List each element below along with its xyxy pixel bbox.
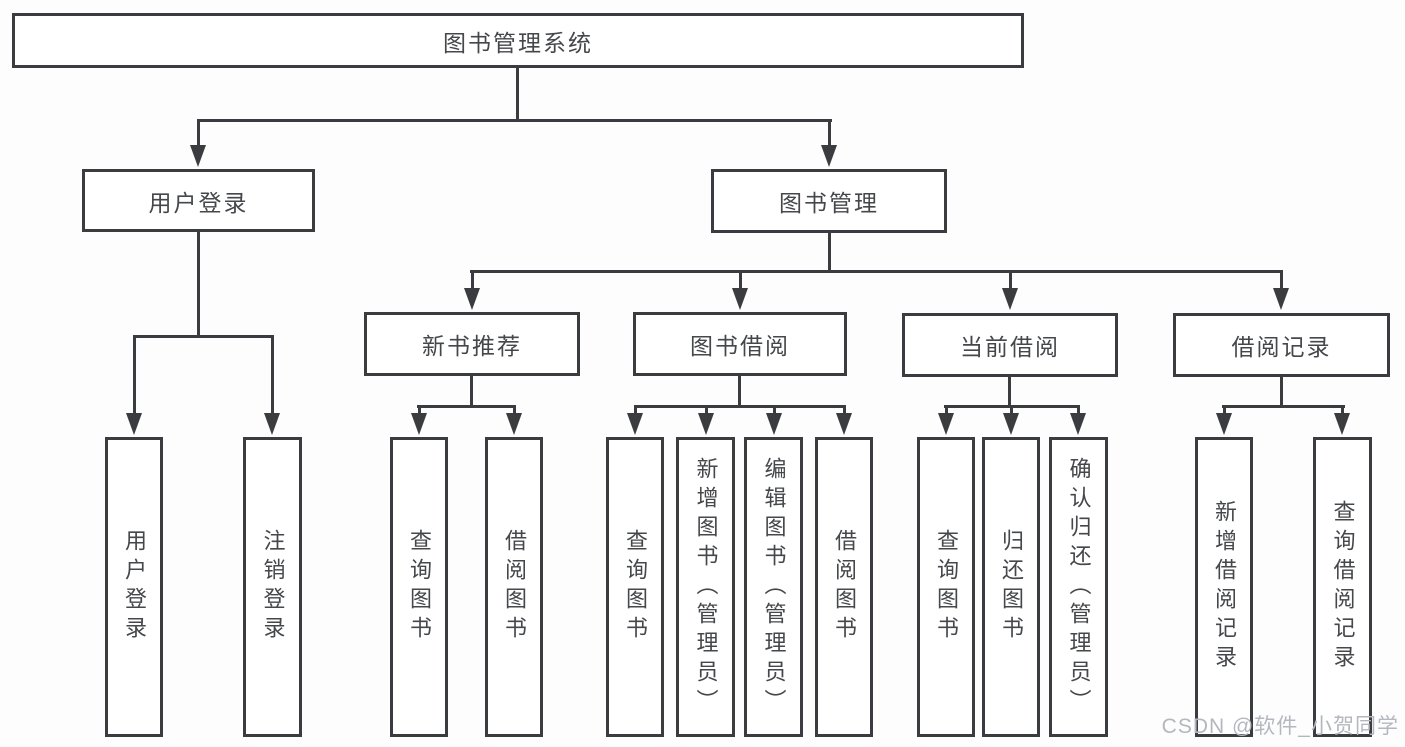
arrow-leaf <box>698 405 715 435</box>
node-book-borrowing: 图书借阅 <box>633 312 847 376</box>
node-book-management: 图书管理 <box>711 169 947 233</box>
node-label: 图书管理系统 <box>443 29 593 56</box>
leaf-label: 归还图书 <box>999 529 1024 645</box>
arrow-to-borrowing-records <box>1273 271 1290 310</box>
arrow-to-book-borrowing <box>732 271 749 310</box>
node-new-book-recommend: 新书推荐 <box>364 312 580 376</box>
connector-root-stem <box>516 68 519 122</box>
leaf-label: 借阅图书 <box>832 529 857 645</box>
leaf-add-book-admin: 新增图书（管理员） <box>676 437 735 737</box>
leaf-label: 查询图书 <box>934 529 959 645</box>
arrow-to-new-book-recommend <box>464 271 481 310</box>
connector-book-borrowing-stem <box>738 375 741 408</box>
arrow-leaf <box>836 405 853 435</box>
leaf-query-books-recommend: 查询图书 <box>390 437 448 737</box>
arrow-leaf <box>627 405 644 435</box>
connector-borrowing-records-stem <box>1280 376 1283 408</box>
leaf-query-books-borrowing: 查询图书 <box>606 437 664 737</box>
leaf-label: 查询图书 <box>407 529 432 645</box>
leaf-label: 编辑图书（管理员） <box>761 456 787 718</box>
node-library-management-system: 图书管理系统 <box>12 13 1024 68</box>
connector-current-borrowing-stem <box>1008 376 1011 408</box>
arrow-leaf <box>411 405 428 435</box>
leaf-label: 新增图书（管理员） <box>693 456 719 718</box>
node-label: 图书管理 <box>779 190 879 216</box>
arrow-leaf <box>766 405 783 435</box>
arrow-leaf <box>506 405 523 435</box>
leaf-user-login: 用户登录 <box>105 437 163 737</box>
leaf-query-books-current: 查询图书 <box>917 437 975 737</box>
arrow-to-current-borrowing <box>1002 271 1019 310</box>
node-label: 借阅记录 <box>1231 334 1332 360</box>
arrow-to-leaf-logout <box>264 335 281 435</box>
leaf-confirm-return-admin: 确认归还（管理员） <box>1049 437 1108 737</box>
leaf-edit-book-admin: 编辑图书（管理员） <box>744 437 803 737</box>
node-borrowing-records: 借阅记录 <box>1173 313 1390 377</box>
arrow-leaf <box>1216 405 1233 435</box>
leaf-borrow-books-borrowing: 借阅图书 <box>815 437 873 737</box>
leaf-label: 查询图书 <box>623 529 648 645</box>
node-label: 新书推荐 <box>422 333 522 359</box>
arrow-leaf <box>938 405 955 435</box>
connector-user-login-branch <box>133 335 274 338</box>
connector-level2-branch <box>470 270 1283 273</box>
node-label: 图书借阅 <box>690 333 790 359</box>
watermark: CSDN @软件_小贺同学 <box>1161 715 1399 738</box>
leaf-label: 用户登录 <box>122 529 147 645</box>
node-user-login: 用户登录 <box>82 169 315 232</box>
leaf-add-borrow-record: 新增借阅记录 <box>1195 437 1253 737</box>
leaf-query-borrow-record: 查询借阅记录 <box>1313 437 1372 737</box>
arrow-leaf <box>1070 405 1087 435</box>
arrow-to-book-management <box>821 119 838 167</box>
leaf-label: 确认归还（管理员） <box>1066 456 1092 718</box>
connector-new-book-recommend-branch <box>417 405 516 408</box>
arrow-to-user-login <box>190 119 207 167</box>
node-label: 用户登录 <box>148 189 249 216</box>
connector-user-login-stem <box>197 231 200 338</box>
leaf-label: 注销登录 <box>260 529 286 645</box>
connector-book-management-stem <box>828 231 831 273</box>
node-current-borrowing: 当前借阅 <box>902 313 1118 377</box>
connector-book-borrowing-branch <box>634 405 846 408</box>
arrow-leaf <box>1334 405 1351 435</box>
leaf-label: 新增借阅记录 <box>1212 500 1237 674</box>
leaf-label: 查询借阅记录 <box>1330 500 1356 674</box>
arrow-to-leaf-user-login <box>126 335 143 435</box>
connector-new-book-recommend-stem <box>470 375 473 408</box>
leaf-label: 借阅图书 <box>502 529 527 645</box>
leaf-borrow-books-recommend: 借阅图书 <box>485 437 543 737</box>
leaf-return-book: 归还图书 <box>982 437 1040 737</box>
connector-level1-branch <box>197 119 832 122</box>
arrow-leaf <box>1003 405 1020 435</box>
connector-borrowing-records-branch <box>1222 405 1345 408</box>
node-label: 当前借阅 <box>960 334 1060 360</box>
leaf-logout: 注销登录 <box>243 437 302 737</box>
